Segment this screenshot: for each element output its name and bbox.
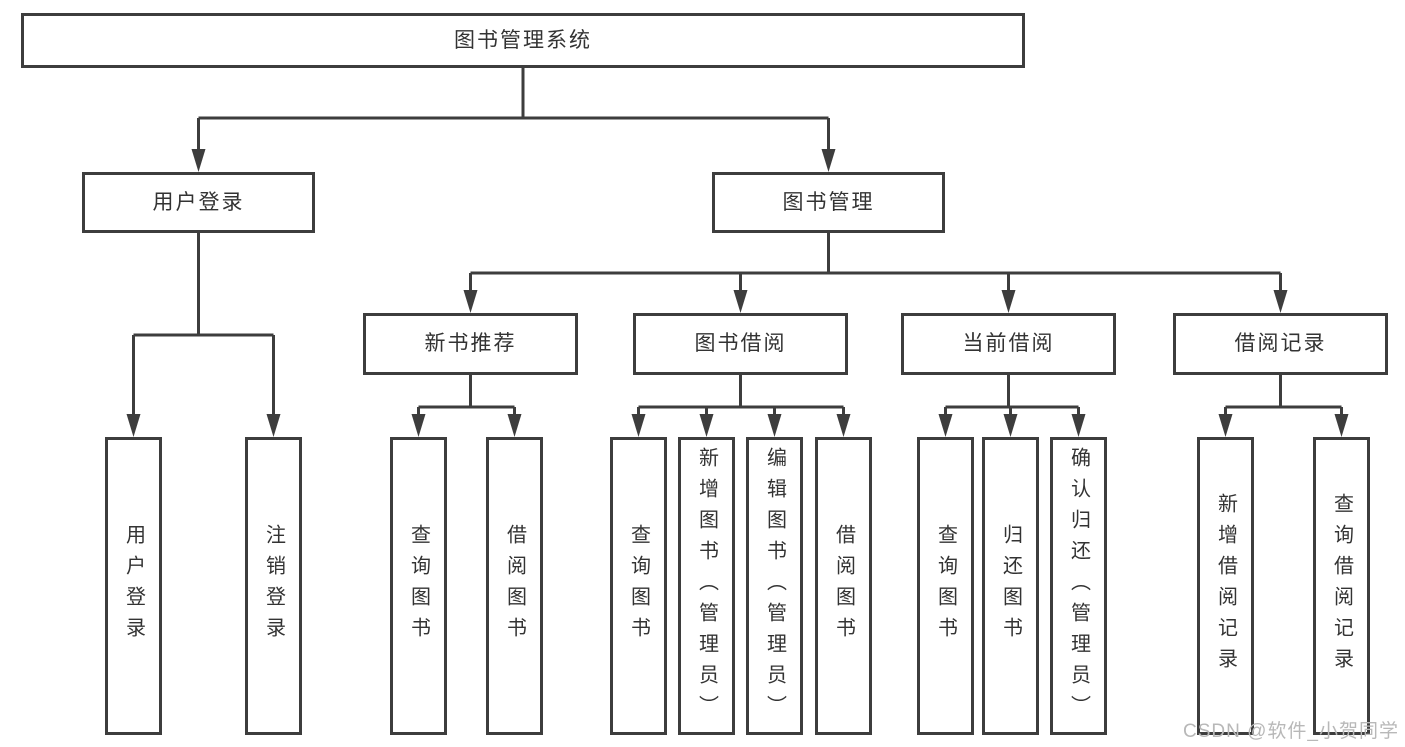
- node-book-borrowing: 图书借阅: [633, 313, 848, 375]
- leaf-add-borrow-record-label: 新增借阅记录: [1214, 493, 1237, 679]
- node-new-book-recommend-label: 新书推荐: [424, 332, 517, 356]
- leaf-return-book: 归还图书: [982, 437, 1039, 735]
- leaf-edit-book-admin: 编辑图书（管理员）: [746, 437, 803, 735]
- leaf-edit-book-admin-label: 编辑图书（管理员）: [763, 446, 786, 726]
- leaf-query-books-recommend: 查询图书: [390, 437, 447, 735]
- leaf-add-book-admin: 新增图书（管理员）: [678, 437, 735, 735]
- leaf-query-books-recommend-label: 查询图书: [407, 524, 430, 648]
- node-new-book-recommend: 新书推荐: [363, 313, 578, 375]
- leaf-add-borrow-record: 新增借阅记录: [1197, 437, 1254, 735]
- leaf-query-books-borrowing: 查询图书: [610, 437, 667, 735]
- node-borrowing-records: 借阅记录: [1173, 313, 1388, 375]
- watermark: CSDN @软件_小贺同学: [1183, 721, 1399, 742]
- node-current-borrowing-label: 当前借阅: [962, 332, 1055, 356]
- leaf-query-borrow-record-label: 查询借阅记录: [1330, 493, 1353, 679]
- node-user-login: 用户登录: [82, 172, 315, 233]
- leaf-user-login-label: 用户登录: [122, 524, 145, 648]
- leaf-logout: 注销登录: [245, 437, 302, 735]
- leaf-return-book-label: 归还图书: [999, 524, 1022, 648]
- leaf-query-books-borrowing-label: 查询图书: [627, 524, 650, 648]
- leaf-confirm-return-admin-label: 确认归还（管理员）: [1067, 446, 1090, 726]
- leaf-borrow-books-recommend: 借阅图书: [486, 437, 543, 735]
- node-root-label: 图书管理系统: [454, 28, 592, 52]
- leaf-query-books-current: 查询图书: [917, 437, 974, 735]
- leaf-logout-label: 注销登录: [262, 524, 285, 648]
- node-root: 图书管理系统: [21, 13, 1025, 68]
- leaf-query-books-current-label: 查询图书: [934, 524, 957, 648]
- node-current-borrowing: 当前借阅: [901, 313, 1116, 375]
- leaf-confirm-return-admin: 确认归还（管理员）: [1050, 437, 1107, 735]
- leaf-borrow-books-borrowing-label: 借阅图书: [832, 524, 855, 648]
- leaf-borrow-books-recommend-label: 借阅图书: [503, 524, 526, 648]
- node-user-login-label: 用户登录: [152, 190, 245, 214]
- node-book-management: 图书管理: [712, 172, 945, 233]
- leaf-query-borrow-record: 查询借阅记录: [1313, 437, 1370, 735]
- node-borrowing-records-label: 借阅记录: [1234, 332, 1327, 356]
- leaf-add-book-admin-label: 新增图书（管理员）: [695, 446, 718, 726]
- leaf-borrow-books-borrowing: 借阅图书: [815, 437, 872, 735]
- node-book-management-label: 图书管理: [782, 190, 875, 214]
- node-book-borrowing-label: 图书借阅: [694, 332, 787, 356]
- leaf-user-login: 用户登录: [105, 437, 162, 735]
